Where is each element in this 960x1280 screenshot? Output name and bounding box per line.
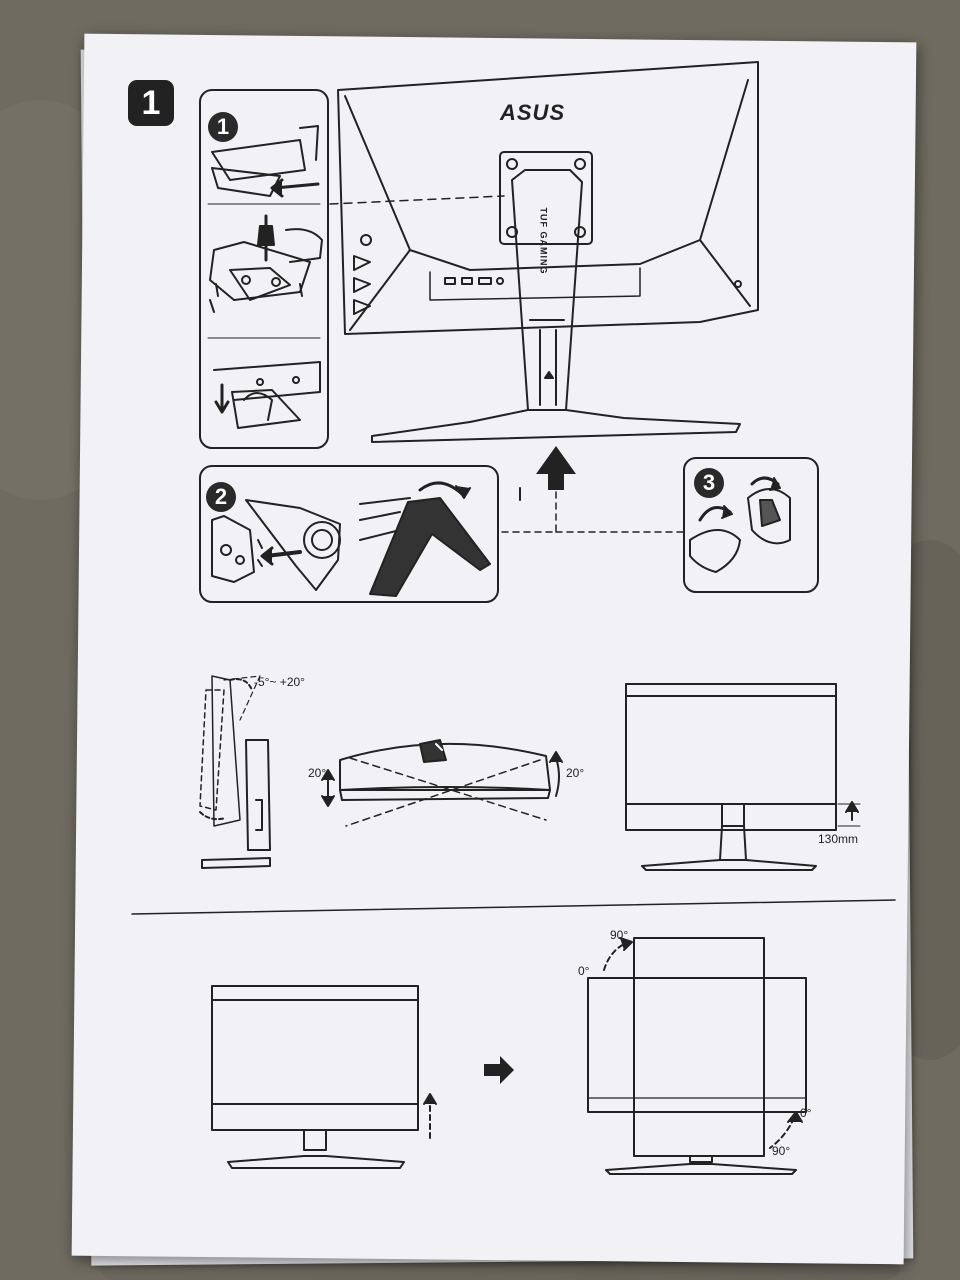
swivel-diagram	[339, 742, 551, 791]
monitor-brand-logo: ASUS	[500, 100, 566, 125]
height-adjust-label: 130mm	[818, 832, 859, 846]
panel-substep-3	[683, 457, 819, 593]
panel-substep-2	[199, 465, 499, 603]
pivot-top-end-label: 90°	[610, 928, 629, 942]
section-divider	[131, 899, 896, 915]
pivot-bottom-end-label: 90°	[772, 1144, 791, 1158]
tilt-diagram	[211, 675, 241, 827]
monitor-back	[337, 61, 759, 335]
panel-substep-1	[199, 89, 329, 449]
pivot-bottom-start-label: 0°	[800, 1106, 812, 1120]
pivot-top-start-label: 0°	[578, 964, 590, 978]
arrow-left-icon	[260, 546, 274, 566]
substep-3-badge: 3	[694, 468, 724, 498]
arrow-left-icon	[270, 178, 284, 198]
monitor-series-label: TUF GAMING	[538, 207, 549, 275]
arrow-up-icon	[536, 446, 576, 490]
swivel-left-label: 20°	[308, 766, 327, 780]
height-diagram	[625, 683, 837, 831]
rotate-arrow-icon	[418, 481, 464, 496]
pivot-landscape-monitor	[211, 985, 419, 1131]
substep-1-badge: 1	[208, 112, 238, 142]
step-number-badge: 1	[128, 80, 174, 126]
arrow-right-icon	[484, 1056, 514, 1084]
pivot-portrait-monitor	[633, 937, 765, 1157]
tilt-angle-label: -5°~ +20°	[254, 675, 305, 689]
swivel-right-label: 20°	[566, 766, 585, 780]
substep-2-badge: 2	[206, 482, 236, 512]
